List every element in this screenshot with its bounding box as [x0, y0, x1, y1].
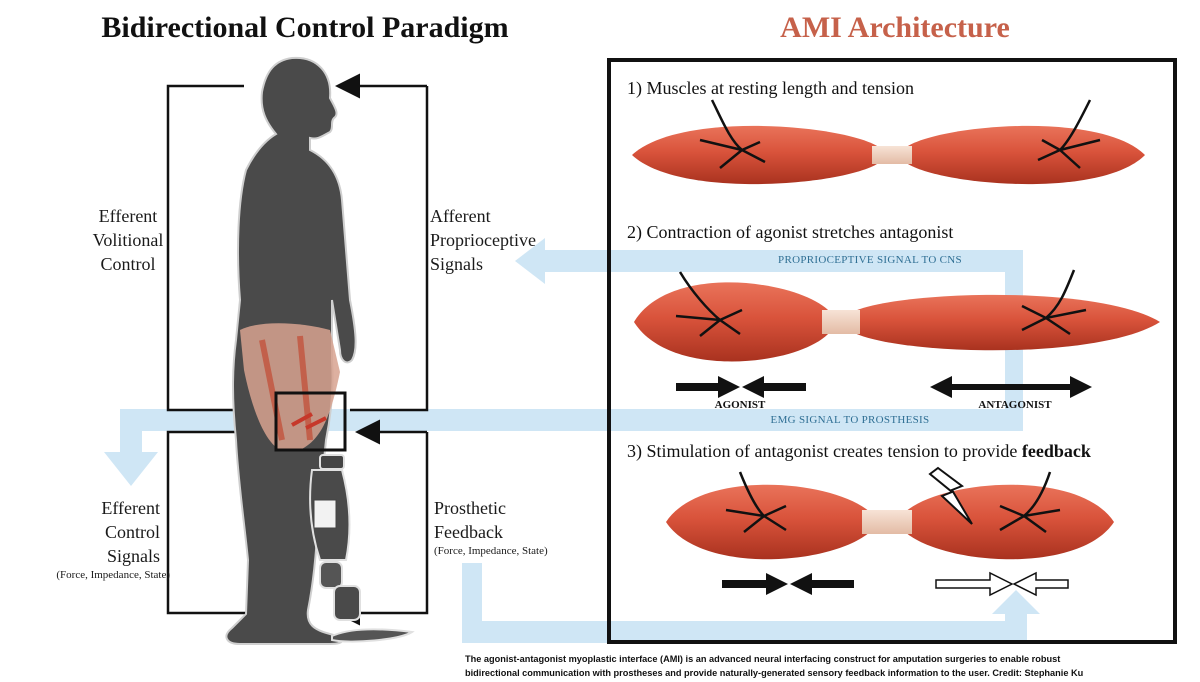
muscle-pair-stimulated — [666, 471, 1114, 560]
prosthetic-leg — [309, 454, 415, 643]
efferent-volitional-label: Efferent Volitional Control — [92, 206, 164, 274]
ami-implant — [291, 412, 327, 430]
afferent-proprioceptive-label: Afferent Proprioceptive Signals — [430, 206, 536, 274]
agonist-label: AGONIST — [714, 399, 766, 411]
prosthetic-feedback-label: Prosthetic Feedback (Force, Impedance, S… — [434, 498, 548, 557]
ami-focus-box — [274, 391, 347, 452]
left-title: Bidirectional Control Paradigm — [101, 11, 509, 44]
right-title: AMI Architecture — [780, 11, 1010, 44]
step-3-label: 3) Stimulation of antagonist creates ten… — [627, 441, 1091, 461]
lightning-icon — [928, 466, 973, 525]
control-loop-lines — [166, 73, 429, 626]
residual-limb — [240, 323, 340, 450]
row3-solid-arrows — [722, 573, 854, 595]
muscle-pair-resting — [632, 99, 1145, 185]
row3-outline-arrows — [935, 571, 1069, 597]
step-2-label: 2) Contraction of agonist stretches anta… — [627, 222, 954, 242]
proprioceptive-signal-label: PROPRIOCEPTIVE SIGNAL TO CNS — [778, 254, 962, 266]
antagonist-arrows — [930, 376, 1092, 398]
agonist-arrows — [676, 376, 806, 398]
signal-bands — [104, 238, 1040, 643]
antagonist-label: ANTAGONIST — [978, 399, 1052, 411]
feedback-word: feedback — [1021, 441, 1091, 461]
figure-caption: The agonist-antagonist myoplastic interf… — [465, 654, 1084, 678]
efferent-control-label: Efferent Control Signals (Force, Impedan… — [56, 498, 170, 581]
muscle-pair-contracted — [634, 269, 1160, 362]
ami-frame — [607, 58, 1177, 644]
step-1-label: 1) Muscles at resting length and tension — [627, 78, 914, 98]
emg-signal-label: EMG SIGNAL TO PROSTHESIS — [770, 414, 930, 426]
